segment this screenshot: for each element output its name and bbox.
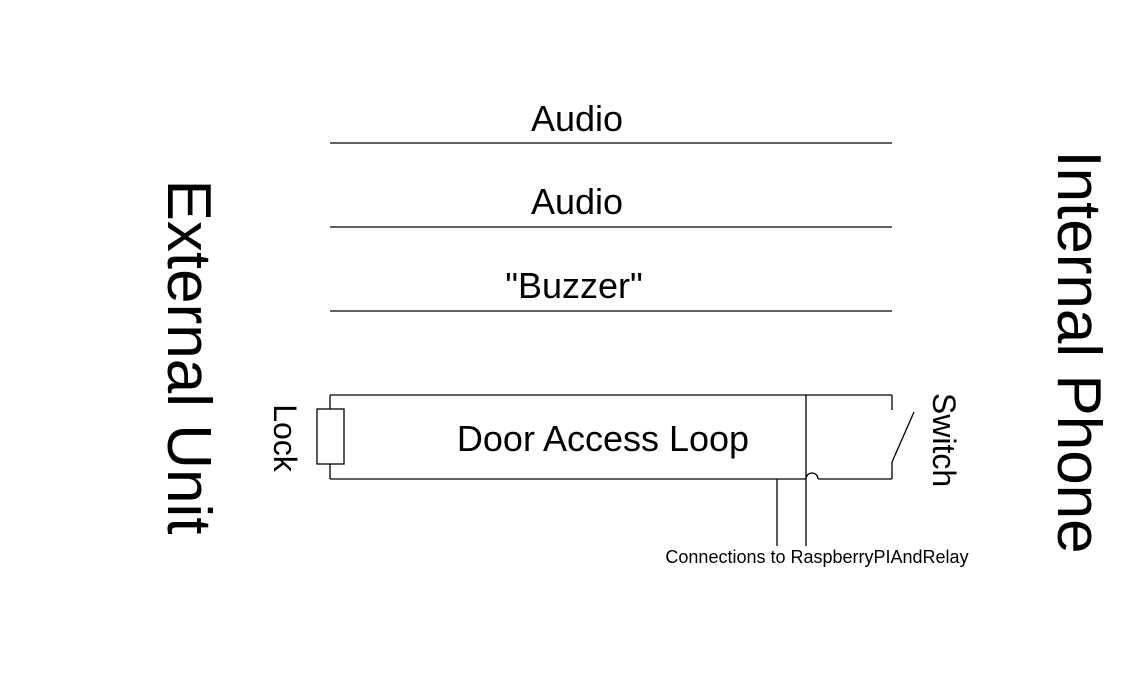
internal-phone-label: Internal Phone xyxy=(1044,150,1113,553)
external-unit-label: External Unit xyxy=(154,180,223,535)
buzzer-wire: "Buzzer" xyxy=(330,265,892,312)
door-access-loop-label: Door Access Loop xyxy=(457,418,749,459)
audio-wire-2: Audio xyxy=(330,181,892,228)
buzzer-wire-label: "Buzzer" xyxy=(505,265,643,306)
wire-crossover-icon xyxy=(805,472,819,480)
audio-wire-2-label: Audio xyxy=(531,181,623,222)
audio-wire-1-label: Audio xyxy=(531,98,623,139)
door-access-loop: Door Access Loop Lock Switch Connections… xyxy=(267,393,969,567)
audio-wire-1: Audio xyxy=(330,98,892,144)
lock-label: Lock xyxy=(267,404,303,473)
switch-label: Switch xyxy=(926,393,962,487)
lock-icon xyxy=(316,408,345,465)
connections-label: Connections to RaspberryPIAndRelay xyxy=(665,547,968,567)
switch-lever-icon xyxy=(891,411,915,463)
